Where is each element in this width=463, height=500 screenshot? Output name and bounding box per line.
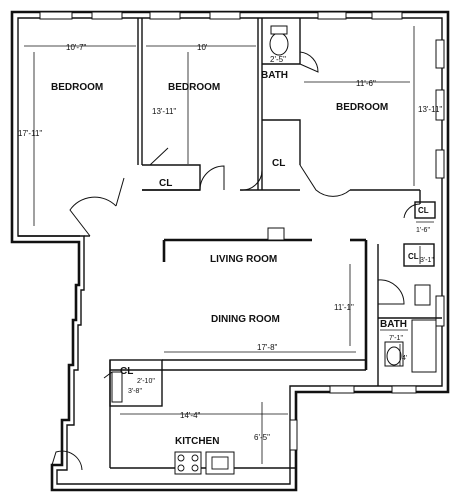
bedroom-1-label: BEDROOM: [51, 82, 103, 93]
bedroom-2-label: BEDROOM: [168, 82, 220, 93]
bed1-width-dim: 10'-7": [66, 43, 87, 52]
bedroom-2-closet-label: CL: [159, 178, 172, 189]
kitchen-label: KITCHEN: [175, 436, 219, 447]
doors: [51, 51, 421, 471]
dining-height-dim: 11'-1": [334, 303, 354, 312]
dining-width-dim: 17'-8": [257, 343, 278, 352]
bed2-width-dim: 10': [197, 43, 208, 52]
bath-2-label: BATH: [380, 319, 407, 330]
bed3-width-dim: 11'-6": [356, 79, 376, 88]
bed3-height-dim: 13'-11": [418, 105, 442, 114]
dining-room-label: DINING ROOM: [211, 314, 280, 325]
hall-closet-dim: 1'-6": [416, 227, 430, 234]
bed1-height-dim: 17'-11": [18, 129, 42, 138]
kitchen-closet-label: CL: [120, 366, 133, 377]
windows-top: [39, 11, 445, 451]
kitchen-height-dim: 6'-5": [254, 433, 270, 442]
dimension-lines: [24, 26, 434, 464]
bedroom-3-label: BEDROOM: [336, 102, 388, 113]
bath1-width-dim: 2'-5": [270, 55, 286, 64]
hall-closet-label: CL: [418, 206, 429, 215]
bath2-width-dim: 7'-1": [389, 335, 403, 342]
kitchen-closet-d-dim: 3'-8": [128, 388, 142, 395]
kitchen-width-dim: 14'-4": [180, 411, 201, 420]
bedroom-3-closet-label: CL: [272, 158, 285, 169]
kitchen-closet-w-dim: 2'-10": [137, 378, 155, 385]
living-room-label: LIVING ROOM: [210, 254, 277, 265]
interior-walls: [18, 18, 442, 475]
bath-1-label: BATH: [261, 70, 288, 81]
bed2-height-dim: 13'-11": [152, 107, 176, 116]
bath-closet-label: CL: [408, 252, 419, 261]
bath2-depth-dim: 4': [402, 355, 407, 362]
bath-closet-dim: 3'-1": [420, 257, 434, 264]
exterior-walls: [10, 10, 450, 492]
